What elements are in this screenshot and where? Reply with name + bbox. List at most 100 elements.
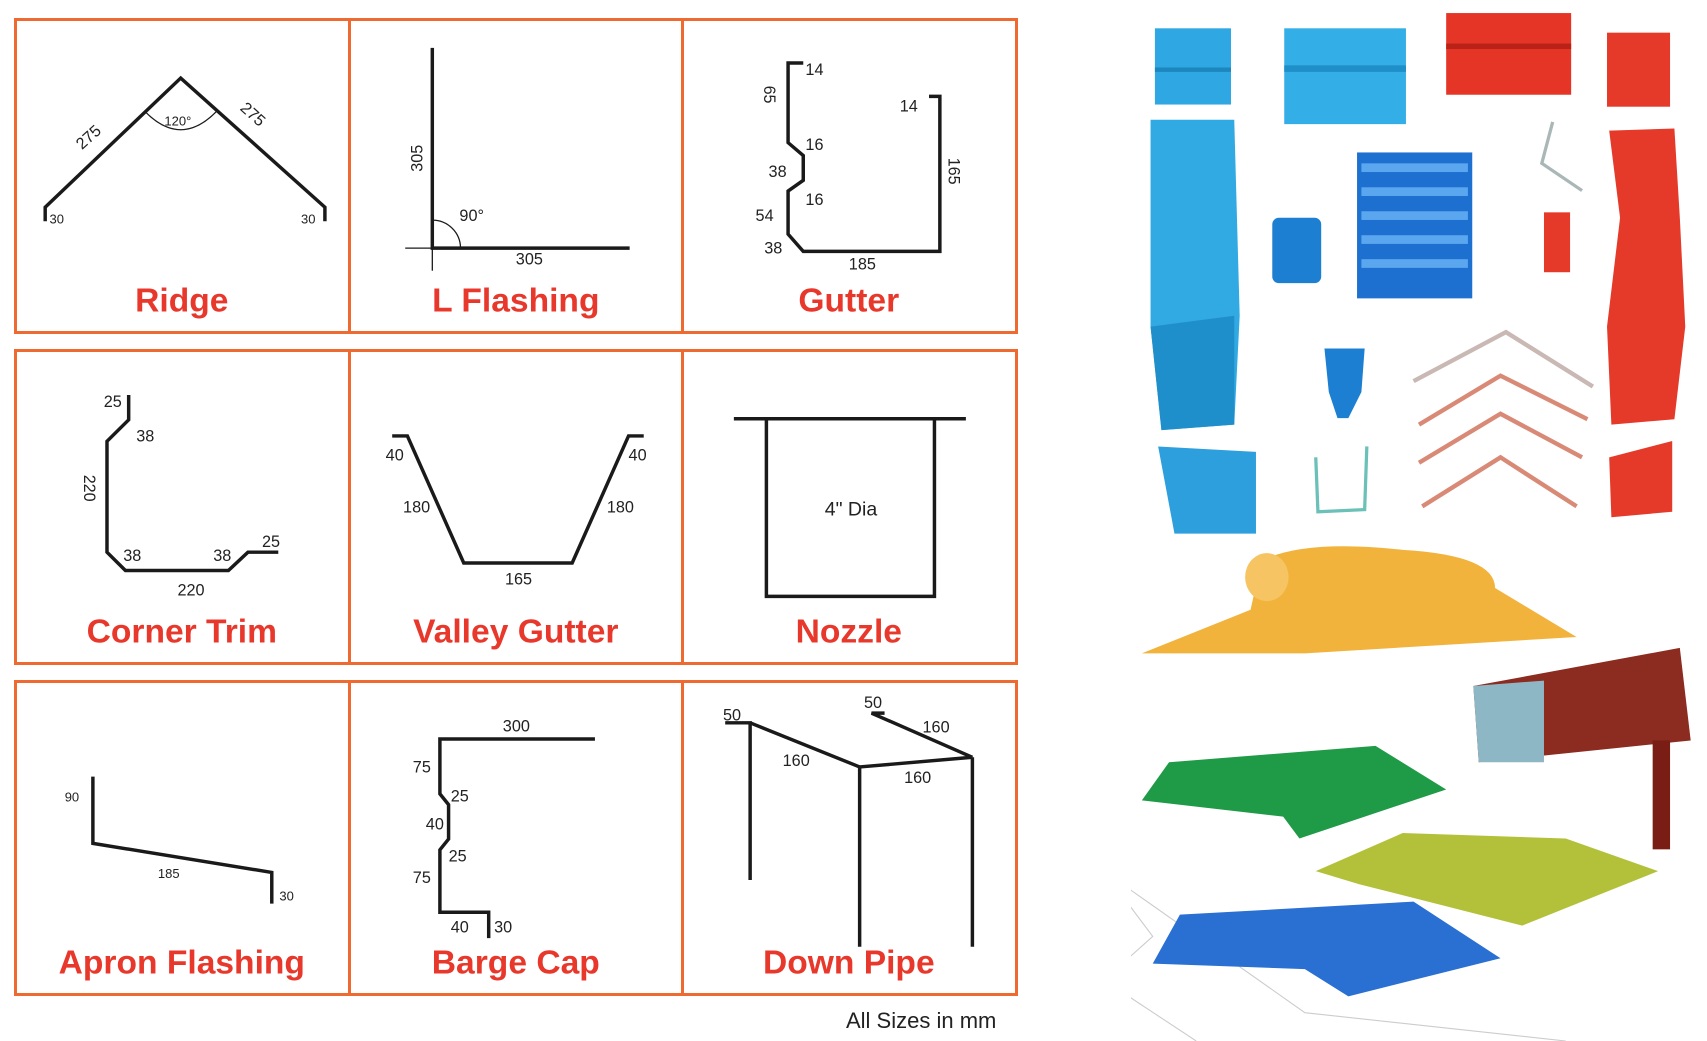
gutter-diagram: 14 65 16 38 16 54 38 185 14 165 Gutter xyxy=(756,61,963,320)
dimension-label: 120° xyxy=(164,113,191,128)
dimension-label: 220 xyxy=(80,475,98,502)
shape xyxy=(391,434,644,565)
dimension-label: 165 xyxy=(945,158,963,185)
dimension-label: 54 xyxy=(756,207,774,225)
shape xyxy=(1245,553,1289,602)
yellow-ridge-image xyxy=(1141,546,1577,654)
dimension-label: 25 xyxy=(450,787,468,805)
shape xyxy=(1412,329,1595,389)
profile-apron-flashing: 90 185 30 Apron Flashing xyxy=(17,683,351,993)
shape xyxy=(1473,680,1544,763)
dimension-label: 40 xyxy=(450,919,468,937)
shape xyxy=(725,721,753,880)
dimension-label: 14 xyxy=(900,97,918,115)
profile-title: Nozzle xyxy=(796,614,902,651)
profile-title: Corner Trim xyxy=(87,614,277,651)
shape xyxy=(1446,43,1572,50)
dimension-label: 25 xyxy=(262,533,280,551)
shape xyxy=(1361,211,1468,220)
dimension-label: 180 xyxy=(403,498,430,516)
shape xyxy=(1417,373,1589,427)
dimension-label: 275 xyxy=(73,122,105,153)
shape xyxy=(1417,411,1584,465)
blue-parts-image xyxy=(1150,28,1473,534)
dimension-label: 90° xyxy=(459,207,484,225)
profile-title: L Flashing xyxy=(432,283,599,320)
shape xyxy=(1357,152,1473,299)
dimension-label: 160 xyxy=(783,752,810,770)
profile-title: Gutter xyxy=(799,283,900,320)
down-pipe-diagram: 50 160 50 160 160 Down Pipe xyxy=(723,694,975,982)
shape xyxy=(43,75,327,222)
dimension-label: 16 xyxy=(806,136,824,154)
dimension-label: 38 xyxy=(123,547,141,565)
dimension-label: 30 xyxy=(494,919,512,937)
profile-down-pipe: 50 160 50 160 160 Down Pipe xyxy=(684,683,1015,993)
dimension-label: 38 xyxy=(136,427,154,445)
dimension-label: 305 xyxy=(515,250,542,268)
shape xyxy=(1284,28,1406,125)
dimension-label: 165 xyxy=(505,571,532,589)
dimension-label: 160 xyxy=(923,719,950,737)
shape xyxy=(1158,446,1256,534)
shape xyxy=(1150,315,1235,431)
shape xyxy=(1152,901,1501,997)
profile-title: Barge Cap xyxy=(431,945,599,982)
dimension-label: 40 xyxy=(628,447,646,465)
profile-row-2: 25 38 220 38 38 25 220 Corner Trim 40 18… xyxy=(14,349,1018,665)
dimension-label: 30 xyxy=(301,211,315,226)
profile-row-3: 90 185 30 Apron Flashing 300 75 25 40 25… xyxy=(14,680,1018,996)
dimension-label: 25 xyxy=(448,848,466,866)
shape xyxy=(1314,446,1369,514)
shape xyxy=(1361,259,1468,268)
shape xyxy=(1315,833,1659,926)
ridge-diagram: 275 275 120° 30 30 Ridge xyxy=(43,75,327,320)
barge-cap-diagram: 300 75 25 40 25 75 40 30 Barge Cap xyxy=(412,717,599,982)
shape xyxy=(1131,906,1197,1041)
profile-valley-gutter: 40 180 165 180 40 Valley Gutter xyxy=(351,352,685,662)
gutter-downpipe-image xyxy=(1473,647,1691,850)
shape xyxy=(749,721,861,769)
profile-title: Apron Flashing xyxy=(59,945,305,982)
ridge-strips-image xyxy=(1412,329,1595,509)
shape xyxy=(1539,121,1583,192)
profile-ridge: 275 275 120° 30 30 Ridge xyxy=(17,21,351,331)
dimension-label: 90 xyxy=(65,789,79,804)
profile-nozzle: 4" Dia Nozzle xyxy=(684,352,1015,662)
shape xyxy=(105,395,279,573)
shape xyxy=(91,776,274,904)
profile-title: Down Pipe xyxy=(763,945,935,982)
shape xyxy=(765,418,937,599)
shape xyxy=(1141,745,1447,839)
dimension-label: 220 xyxy=(177,581,204,599)
footer-note: All Sizes in mm xyxy=(846,1008,997,1033)
dimension-label: 305 xyxy=(408,145,426,172)
shape xyxy=(1131,889,1566,1041)
shape xyxy=(1543,212,1571,273)
corner-trim-diagram: 25 38 220 38 38 25 220 Corner Trim xyxy=(80,393,280,651)
shape xyxy=(437,737,595,939)
product-photos xyxy=(1131,13,1691,1041)
dimension-label: 300 xyxy=(502,717,529,735)
shape xyxy=(1361,235,1468,244)
dimension-label: 160 xyxy=(904,769,931,787)
dimension-label: 38 xyxy=(769,163,787,181)
dimension-label: 275 xyxy=(237,99,269,130)
profile-title: Ridge xyxy=(135,283,228,320)
valley-gutter-diagram: 40 180 165 180 40 Valley Gutter xyxy=(385,434,646,651)
dimension-label: 50 xyxy=(723,707,741,725)
dimension-label: 40 xyxy=(425,815,443,833)
dimension-label: 50 xyxy=(864,694,882,712)
shape xyxy=(1607,32,1671,107)
dimension-label: 38 xyxy=(213,547,231,565)
apron-flashing-diagram: 90 185 30 Apron Flashing xyxy=(59,776,305,982)
dimension-label: 38 xyxy=(765,240,783,258)
shape xyxy=(1154,28,1231,105)
shape xyxy=(431,219,461,249)
shape xyxy=(1607,128,1686,425)
dimension-label: 180 xyxy=(607,498,634,516)
blue-flashing-image xyxy=(1152,901,1501,997)
green-flashing-image xyxy=(1141,745,1447,839)
shape xyxy=(871,711,974,759)
profile-gutter: 14 65 16 38 16 54 38 185 14 165 Gutter xyxy=(684,21,1015,331)
